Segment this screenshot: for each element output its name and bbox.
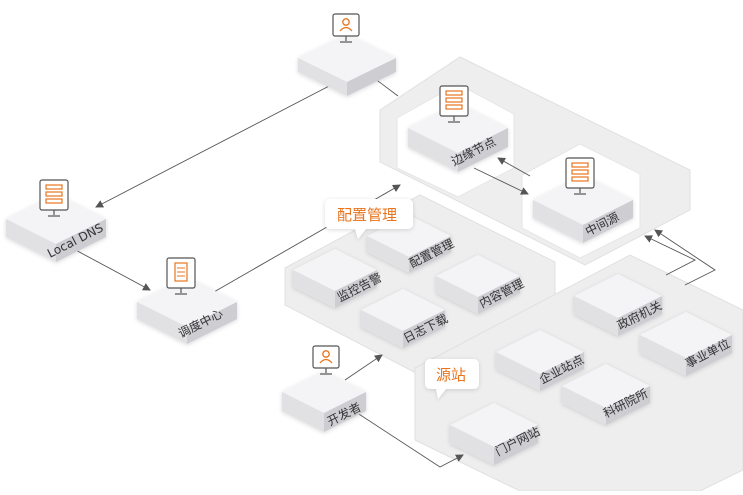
user-to-dns-arrow bbox=[95, 83, 334, 208]
config-item-log-box[interactable] bbox=[361, 289, 445, 348]
config-zone-title: 配置管理 bbox=[337, 206, 397, 224]
config-zone-callout bbox=[325, 199, 413, 239]
mid-to-edge-arrow bbox=[497, 157, 531, 177]
scheduler-box[interactable] bbox=[137, 277, 237, 344]
origin-institution-box[interactable] bbox=[640, 312, 732, 376]
mid-source-box[interactable] bbox=[533, 175, 633, 243]
origin-to-mid-arrow bbox=[654, 229, 716, 286]
config-item-monitor-box[interactable] bbox=[293, 249, 377, 308]
developer-to-config-arrow bbox=[344, 354, 383, 381]
origin-enterprise-box[interactable] bbox=[496, 330, 584, 391]
dns-to-scheduler-arrow bbox=[69, 246, 151, 291]
user-monitor-icon bbox=[332, 13, 360, 43]
developer-box[interactable] bbox=[282, 371, 366, 432]
config-item-content-box[interactable] bbox=[436, 255, 520, 314]
developer-to-origin-arrow bbox=[344, 404, 464, 468]
origin-research-box[interactable] bbox=[562, 364, 650, 425]
origin-portal-box[interactable] bbox=[450, 403, 538, 465]
origin-zone-title: 源站 bbox=[436, 366, 466, 384]
mid-server-icon bbox=[565, 157, 595, 195]
origin-zone-callout bbox=[425, 359, 479, 399]
connectors bbox=[69, 74, 716, 468]
origin-to-mid-arrow-2 bbox=[644, 235, 697, 276]
origin-government-box[interactable] bbox=[574, 274, 662, 336]
local-dns-box[interactable] bbox=[6, 194, 106, 262]
user-box[interactable] bbox=[298, 34, 396, 96]
server-monitor-icon bbox=[39, 179, 69, 217]
edge-node-box[interactable] bbox=[408, 103, 508, 172]
edge-server-icon bbox=[439, 85, 469, 123]
developer-monitor-icon bbox=[312, 345, 340, 375]
edge-to-mid-arrow bbox=[473, 167, 529, 195]
server-doc-icon bbox=[166, 257, 196, 295]
